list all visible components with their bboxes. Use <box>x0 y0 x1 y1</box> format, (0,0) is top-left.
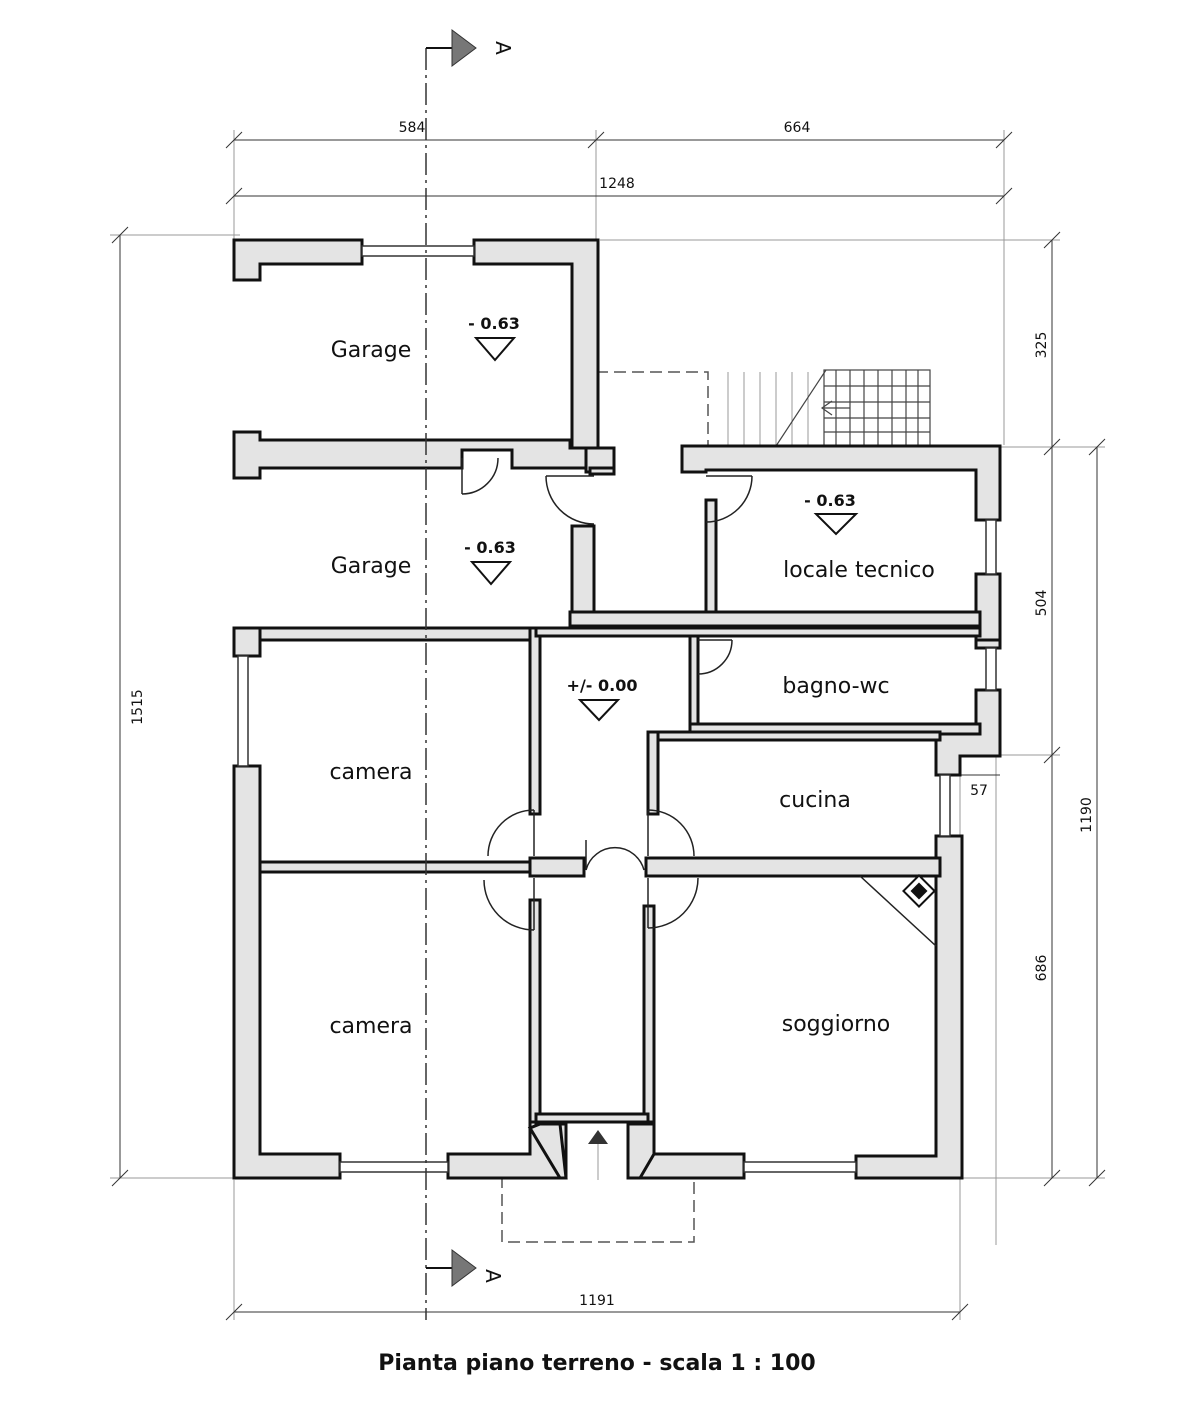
level-markers: - 0.63 - 0.63 - 0.63 +/- 0.00 <box>464 314 859 722</box>
dim-top-total: 1248 <box>599 176 635 192</box>
level-garage-bottom: - 0.63 <box>464 538 516 557</box>
dashed-outlines <box>501 371 709 1243</box>
level-triangle-garage-bottom <box>469 561 513 586</box>
room-label-camera-bottom: camera <box>329 1014 412 1039</box>
doors <box>461 457 753 931</box>
level-triangle-corridor <box>577 699 621 722</box>
room-label-cucina: cucina <box>779 788 851 813</box>
windows <box>237 245 997 1173</box>
level-garage-top: - 0.63 <box>468 314 520 333</box>
level-triangle-garage-top <box>473 337 517 362</box>
room-label-garage-top: Garage <box>331 338 412 363</box>
dim-top-right: 664 <box>784 120 811 136</box>
exterior-stair <box>727 369 931 447</box>
dimension-lines <box>110 130 1106 1321</box>
dim-bottom-total: 1191 <box>579 1293 615 1309</box>
dim-left-total: 1515 <box>130 689 146 725</box>
dim-right-upper: 325 <box>1034 332 1050 359</box>
room-label-bagno: bagno-wc <box>782 674 889 699</box>
room-label-garage-bottom: Garage <box>331 554 412 579</box>
section-line-a: A A <box>425 29 515 1320</box>
level-corridor: +/- 0.00 <box>567 676 638 695</box>
entrance-arrow <box>588 1130 608 1180</box>
dim-right-mid: 504 <box>1034 590 1050 617</box>
level-locale-tecnico: - 0.63 <box>804 491 856 510</box>
room-label-soggiorno: soggiorno <box>782 1012 891 1037</box>
dim-right-lower: 686 <box>1034 955 1050 982</box>
dim-top-left: 584 <box>399 120 426 136</box>
chimney-symbol <box>859 874 937 947</box>
dim-recess: 57 <box>970 783 988 799</box>
room-label-camera-top: camera <box>329 760 412 785</box>
dim-right-total: 1190 <box>1079 797 1095 833</box>
level-triangle-locale-tecnico <box>813 513 859 536</box>
room-labels: Garage Garage locale tecnico bagno-wc cu… <box>329 338 934 1039</box>
room-label-locale-tecnico: locale tecnico <box>783 558 935 583</box>
interior-walls <box>258 466 982 1124</box>
section-label-bottom: A <box>481 1269 505 1283</box>
plan-caption: Pianta piano terreno - scala 1 : 100 <box>378 1351 815 1376</box>
section-label-top: A <box>491 41 515 55</box>
dimension-labels: 584 664 1248 1515 325 504 686 1190 57 11… <box>130 120 1095 1309</box>
